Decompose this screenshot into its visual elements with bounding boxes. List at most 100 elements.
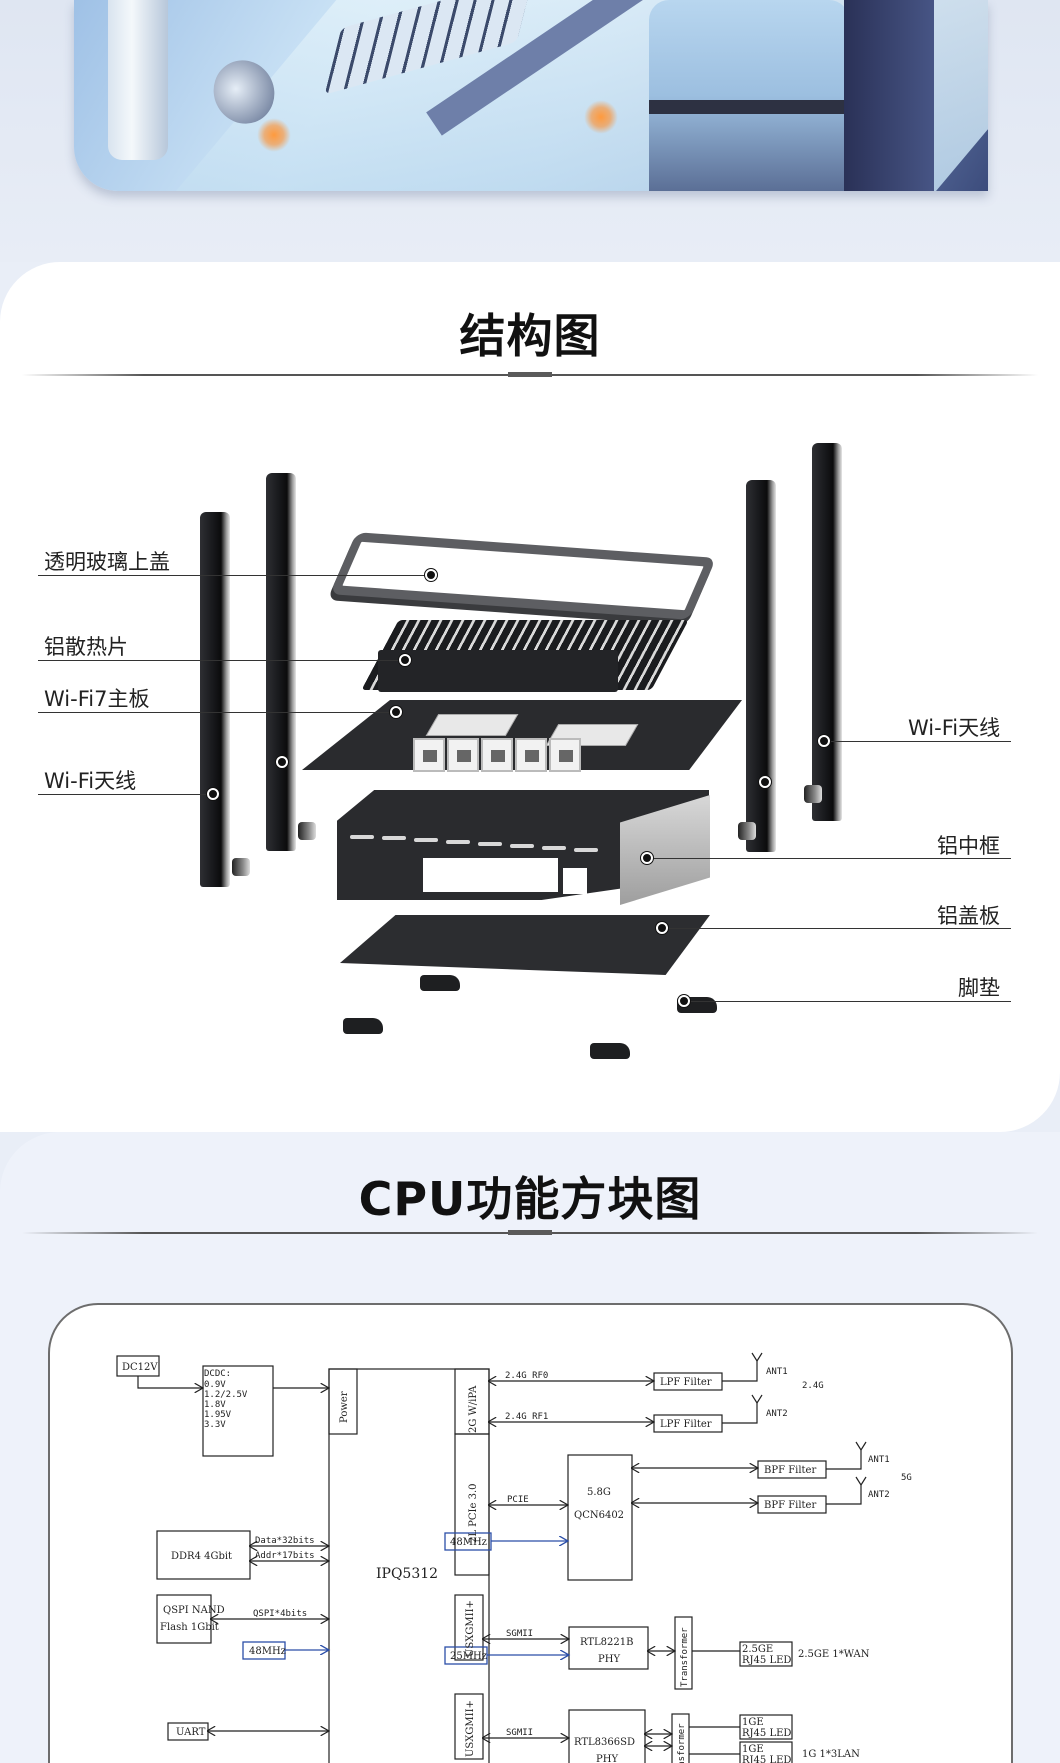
antenna-connector [738, 822, 756, 840]
vent-slot [510, 844, 534, 848]
chip-band-label: 5.8G [587, 1487, 611, 1498]
lan-transformer-label: Transformer [677, 1723, 687, 1763]
wan-clock-label: 25MHz [450, 1651, 487, 1662]
ddr4-box [156, 1530, 251, 1580]
dcdc-rail: 3.3V [204, 1420, 226, 1430]
antenna-line [826, 1450, 862, 1470]
ddr-data-label: Data*32bits [255, 1536, 315, 1546]
lan-jack-label-3: 1GE [742, 1744, 764, 1755]
antenna-right-1 [746, 480, 776, 852]
callout-line [38, 794, 213, 795]
hero-banner [0, 0, 1060, 262]
vent-slot [446, 840, 470, 844]
callout-line [688, 1001, 1011, 1002]
ddr4-label: DDR4 4Gbit [171, 1551, 232, 1562]
lpf-filter-label-2: LPF Filter [660, 1419, 712, 1430]
dcdc-rail: 0.9V [204, 1380, 226, 1390]
rubber-foot [590, 1043, 630, 1059]
antenna-line [722, 1403, 758, 1424]
structure-title: 结构图 [459, 309, 601, 363]
callout-dot [207, 788, 219, 800]
dcdc-rail: 1.8V [204, 1400, 226, 1410]
dcdc-rail: 1.95V [204, 1410, 232, 1420]
usxgmii-port-label-2: USXGMII+ [465, 1700, 476, 1757]
nand-bus-label: QSPI*4bits [253, 1609, 307, 1619]
rf1-label: 2.4G RF1 [505, 1412, 548, 1422]
usxgmii-port-label-1: USXGMII+ [465, 1600, 476, 1657]
lan-jack-label-1: 1GE [742, 1717, 764, 1728]
wan-port-label: 2.5GE 1*WAN [798, 1649, 870, 1660]
dcdc-rail: 1.2/2.5V [204, 1390, 248, 1400]
title-divider-mark [508, 372, 552, 377]
qcn6402-label: QCN6402 [574, 1510, 624, 1521]
vent-slot [574, 848, 598, 852]
antenna-line [826, 1485, 862, 1505]
rtl8221b-sub-label: PHY [598, 1654, 620, 1665]
ethernet-port [413, 738, 445, 772]
callout-dot [276, 756, 288, 768]
nand-label-2: Flash 1Gbit [160, 1622, 219, 1633]
lan-jack-label-4: RJ45 LED [742, 1755, 791, 1763]
lan-jack-label-2: RJ45 LED [742, 1728, 791, 1739]
cpu-block-diagram: DC12V DCDC: 0.9V 1.2/2.5V 1.8V 1.95V 3.3… [48, 1303, 1013, 1763]
usxgmii-port-box-2 [454, 1693, 484, 1760]
band-5g-label: 5G [901, 1473, 912, 1483]
callout-bottom-plate: 铝盖板 [937, 904, 1000, 928]
dc12v-label: DC12V [122, 1362, 158, 1373]
callout-middle-frame: 铝中框 [937, 834, 1000, 858]
title-divider-mark [508, 1230, 552, 1235]
antenna-icon [751, 1394, 763, 1405]
callout-antenna-left: Wi-Fi天线 [44, 769, 137, 793]
callout-line [666, 928, 1011, 929]
router-tower-shape [108, 0, 168, 160]
callout-mainboard: Wi-Fi7主板 [44, 687, 150, 711]
nand-label-1: QSPI NAND [163, 1605, 225, 1616]
callout-dot [390, 706, 402, 718]
vent-slot [350, 835, 374, 839]
frame-port-window [563, 868, 587, 894]
aluminum-bottom-plate [340, 915, 710, 975]
nand-box [156, 1594, 212, 1644]
callout-line [823, 741, 1011, 742]
rubber-foot [343, 1018, 383, 1034]
qcn-clock-label: 48MHz [450, 1537, 487, 1548]
hero-illustration [74, 0, 988, 191]
callout-dot [818, 735, 830, 747]
vent-slot [414, 838, 438, 842]
person-shape [649, 0, 849, 191]
wan-rj45-box [739, 1641, 793, 1667]
rtl8366sd-label: RTL8366SD [574, 1737, 635, 1748]
rtl8366sd-sub-label: PHY [596, 1754, 618, 1763]
lan-rj45-box-2 [739, 1741, 793, 1763]
frame-port-window [423, 858, 558, 892]
ant2-5g-label: ANT2 [868, 1490, 890, 1500]
callout-dot [399, 654, 411, 666]
pcie-port-label: 2L PCIe 3.0 [468, 1483, 479, 1543]
pcie-bus-label: PCIE [507, 1495, 529, 1505]
antenna-connector [804, 785, 822, 803]
callout-dot [641, 852, 653, 864]
power-port-label: Power [339, 1391, 350, 1423]
ethernet-port [481, 738, 513, 772]
band-2g-label: 2.4G [802, 1381, 824, 1391]
soc-clock-label: 48MHz [249, 1646, 286, 1657]
wifi-2g-port-label: 2G W/iPA [468, 1385, 479, 1433]
antenna-right-2 [812, 443, 842, 821]
qcn6402-box [567, 1454, 633, 1581]
callout-dot [656, 922, 668, 934]
belt-shape [649, 100, 849, 114]
antenna-line [722, 1361, 758, 1382]
heatsink-front [378, 650, 618, 692]
bpf-filter-label-2: BPF Filter [764, 1500, 816, 1511]
block-diagram-svg: DC12V DCDC: 0.9V 1.2/2.5V 1.8V 1.95V 3.3… [116, 1352, 912, 1763]
callout-line [646, 858, 1011, 859]
callout-dot [678, 995, 690, 1007]
ethernet-port [447, 738, 479, 772]
dcdc-title: DCDC: [204, 1369, 231, 1379]
callout-rubber-foot: 脚垫 [958, 976, 1000, 1000]
callout-heatsink: 铝散热片 [44, 635, 128, 659]
vent-slot [382, 836, 406, 840]
callout-line [38, 660, 405, 661]
callout-line [38, 575, 431, 576]
cpu-title: CPU功能方块图 [358, 1172, 702, 1226]
